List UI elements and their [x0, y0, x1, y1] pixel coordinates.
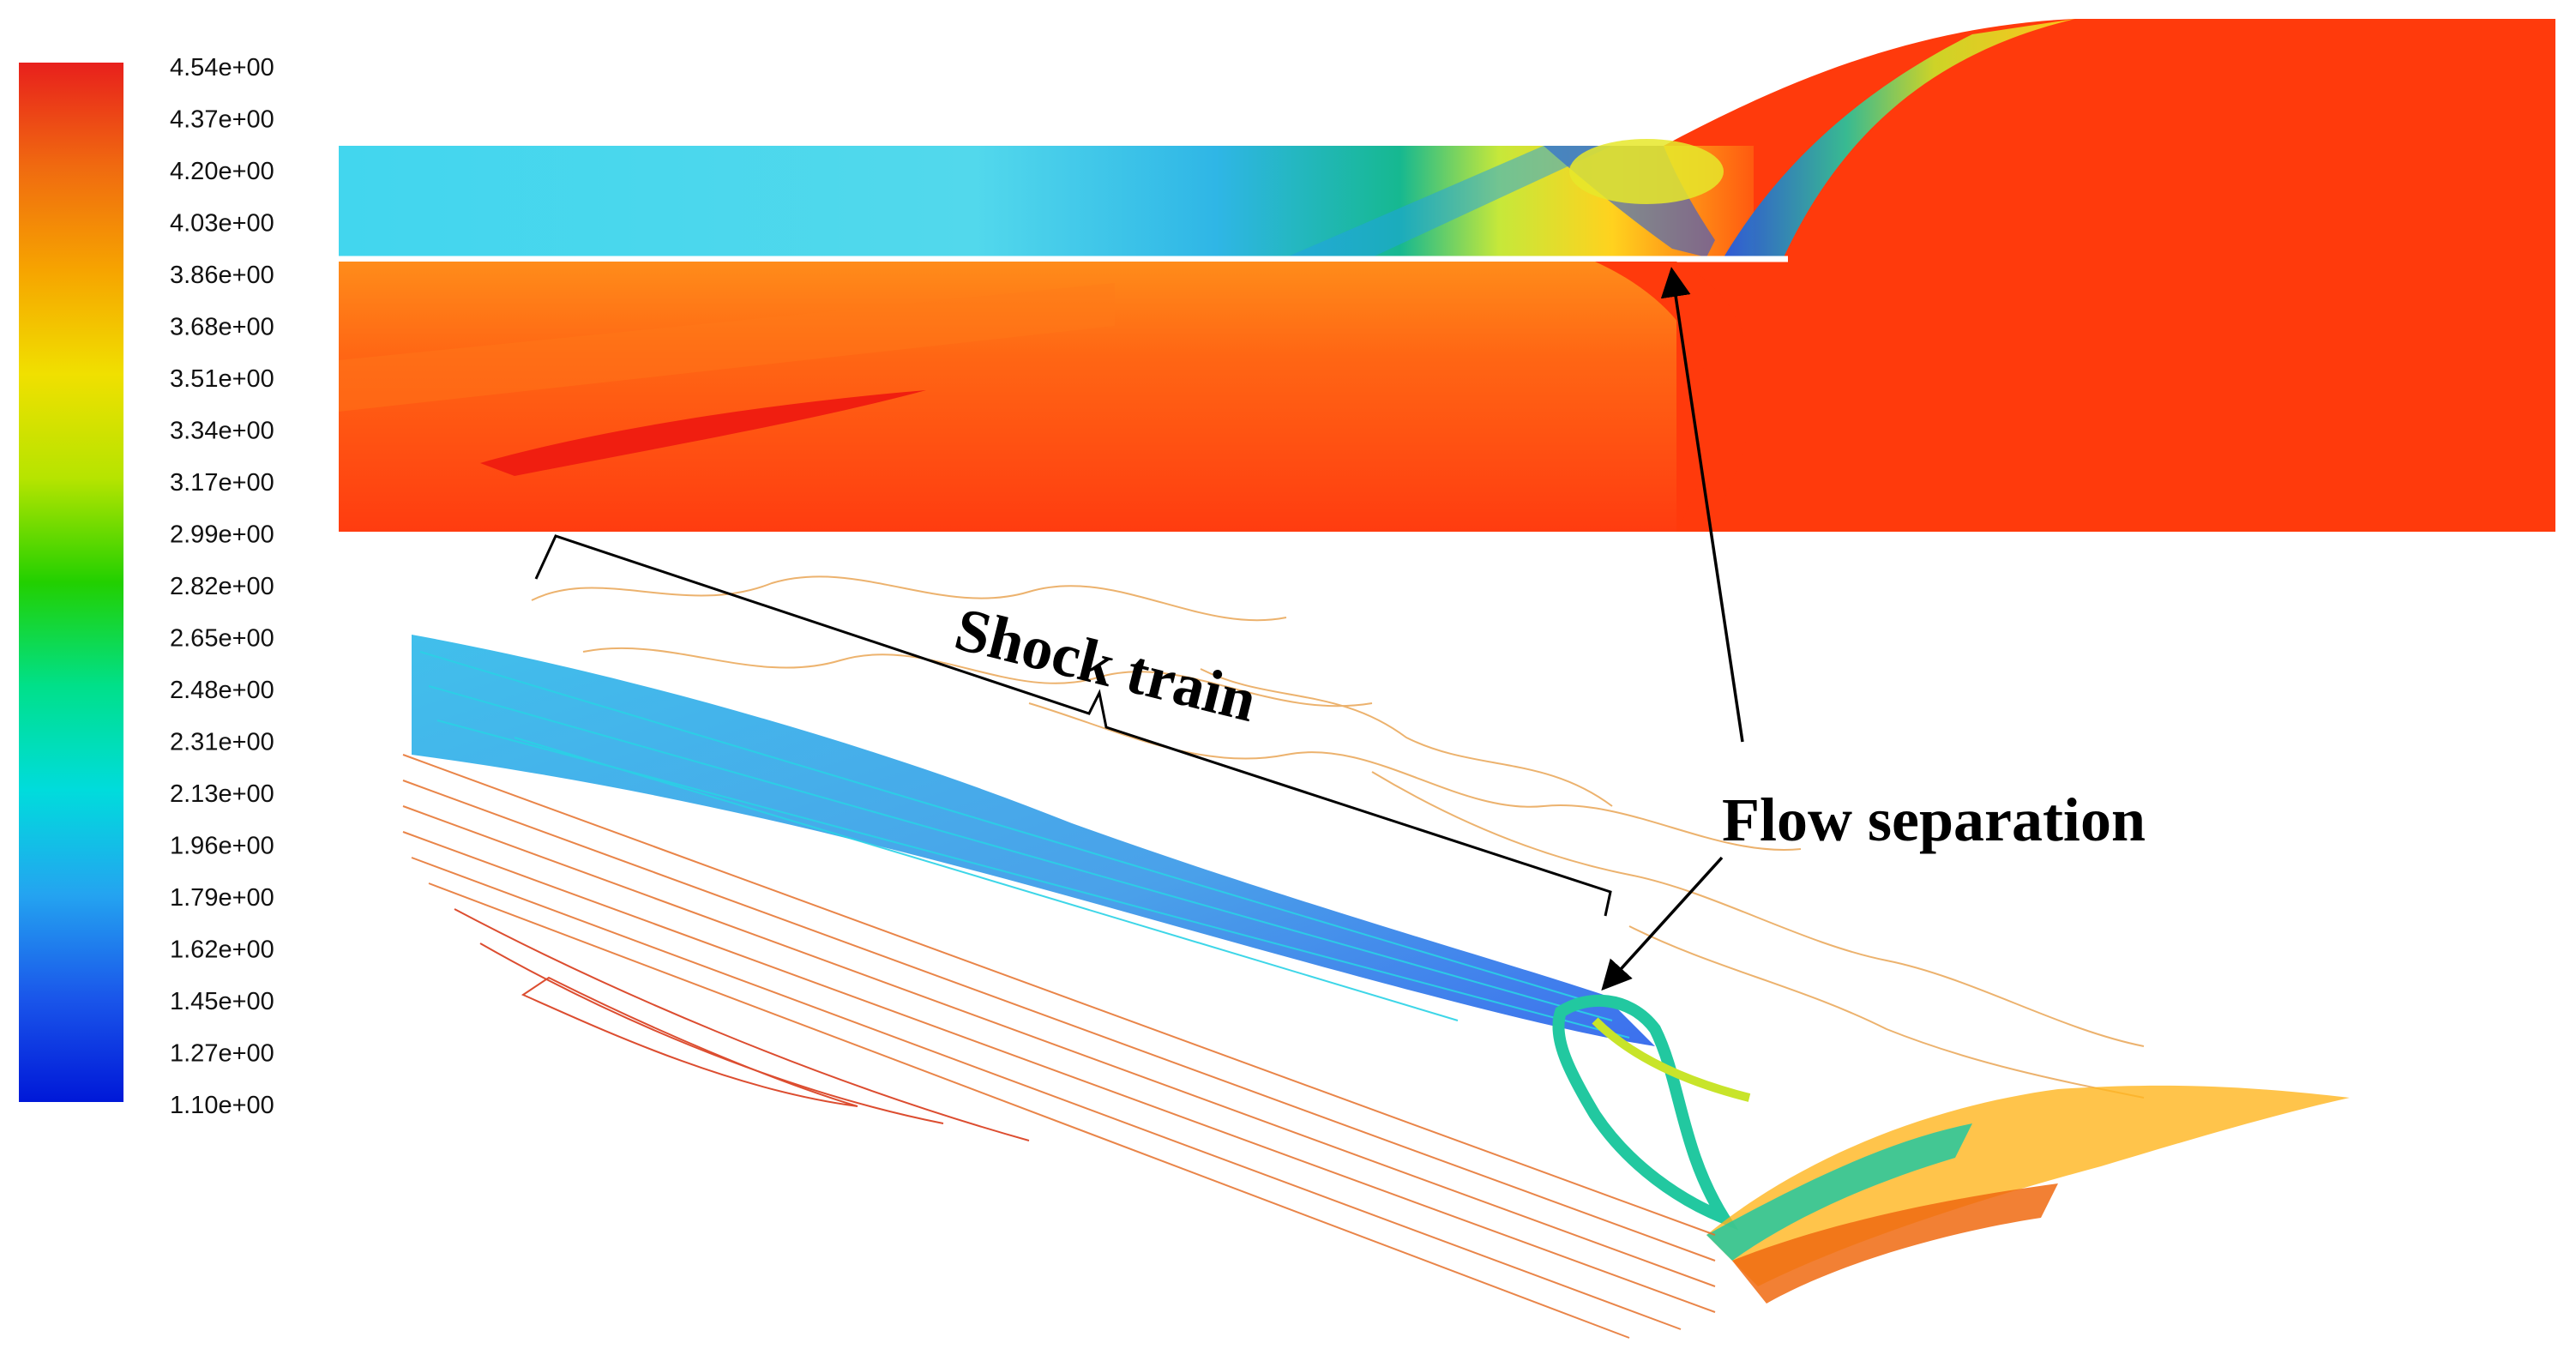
- colorbar-tick-label: 1.27e+00: [170, 1040, 274, 1068]
- colorbar-tick-label: 3.68e+00: [170, 314, 274, 341]
- flow-separation-arrow-upper: [1660, 267, 1744, 743]
- colorbar-tick-label: 4.54e+00: [170, 54, 274, 81]
- colorbar-tick-label: 1.10e+00: [170, 1092, 274, 1119]
- colorbar-tick-label: 3.34e+00: [170, 418, 274, 445]
- colorbar-tick-label: 2.31e+00: [170, 729, 274, 756]
- colorbar-labels: 4.54e+00 4.37e+00 4.20e+00 4.03e+00 3.86e+00…: [170, 54, 274, 1119]
- colorbar-bar: [19, 63, 123, 1102]
- flow-separation-label: Flow separation: [1722, 786, 2146, 854]
- contour-map-3d: [402, 575, 2350, 1339]
- flow-separation-arrow-lower: [1601, 856, 1724, 991]
- colorbar-tick-label: 1.79e+00: [170, 884, 274, 912]
- colorbar-tick-label: 2.48e+00: [170, 677, 274, 704]
- shock-train-bracket: [534, 534, 1612, 917]
- colorbar-tick-label: 2.99e+00: [170, 521, 274, 549]
- colorbar-tick-label: 4.20e+00: [170, 158, 274, 185]
- colorbar-tick-label: 3.51e+00: [170, 365, 274, 393]
- colorbar-tick-label: 2.82e+00: [170, 573, 274, 600]
- colorbar-tick-label: 1.96e+00: [170, 833, 274, 860]
- colorbar-tick-label: 4.03e+00: [170, 210, 274, 238]
- colorbar-tick-label: 1.62e+00: [170, 936, 274, 964]
- colorbar-tick-label: 2.65e+00: [170, 625, 274, 653]
- colorbar-tick-label: 4.37e+00: [170, 106, 274, 134]
- high-velocity-streak: [480, 390, 926, 476]
- lower-channel: [339, 262, 1676, 532]
- colorbar-tick-label: 3.86e+00: [170, 262, 274, 289]
- contour-map-2d: [339, 19, 2555, 532]
- outlet-region: [1664, 19, 2555, 532]
- colorbar: 4.54e+00 4.37e+00 4.20e+00 4.03e+00 3.86e+00…: [19, 54, 274, 1119]
- colorbar-tick-label: 3.17e+00: [170, 469, 274, 497]
- separation-bubble: [1552, 994, 1739, 1231]
- colorbar-tick-label: 2.13e+00: [170, 780, 274, 808]
- shock-train-band: [412, 635, 1655, 1046]
- colorbar-tick-label: 1.45e+00: [170, 988, 274, 1015]
